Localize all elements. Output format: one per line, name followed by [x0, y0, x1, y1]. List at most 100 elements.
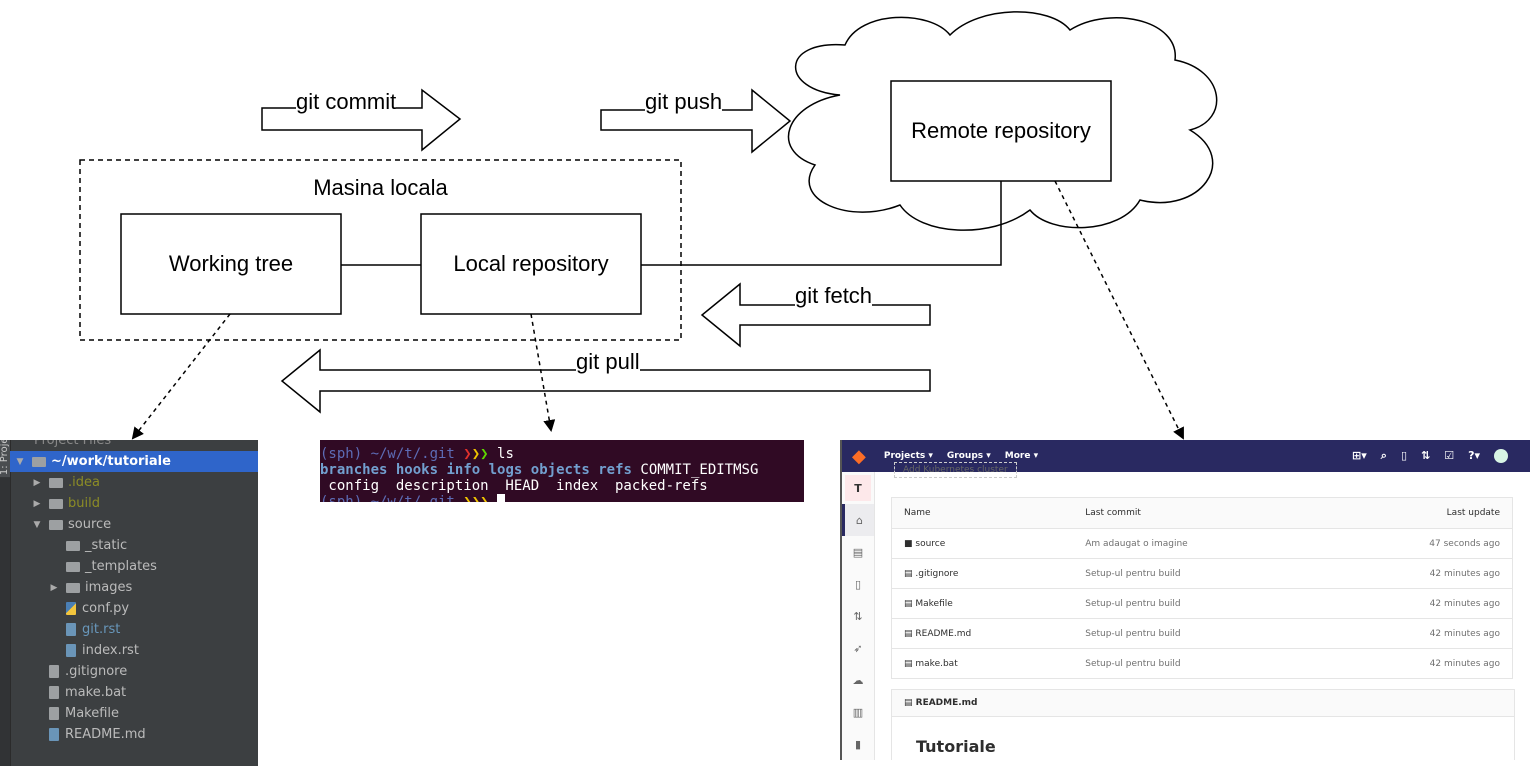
ls-dir: objects — [530, 462, 590, 478]
tree-item[interactable]: conf.py — [10, 598, 258, 619]
tree-item[interactable]: .gitignore — [10, 661, 258, 682]
col-name: Name — [891, 497, 1074, 529]
file-name-link[interactable]: .gitignore — [915, 568, 959, 579]
git-push-label: git push — [645, 89, 723, 114]
gitlab-logo-icon[interactable]: ◆ — [852, 445, 866, 467]
tree-item-label: make.bat — [65, 685, 127, 700]
last-update: 42 minutes ago — [1323, 648, 1513, 679]
gitlab-panel: ◆ Projects ▾ Groups ▾ More ▾ ⊞▾ ⌕ ▯ ⇅ ☑ ?▾… — [840, 440, 1530, 760]
col-last-commit: Last commit — [1073, 497, 1324, 529]
tree-item[interactable]: Makefile — [10, 703, 258, 724]
project-side-tab-label[interactable]: 1: Project — [0, 440, 10, 478]
tree-item[interactable]: git.rst — [10, 619, 258, 640]
terminal-snippet: (sph) ~/w/t/.git ❯❯❯ ls branches hooks i… — [320, 440, 804, 502]
tree-item-label: README.md — [65, 727, 146, 742]
gitlab-sidebar: T ⌂ ▤ ▯ ⇅ ➶ ☁ ▥ ▮ — [842, 472, 875, 760]
table-row[interactable]: ▤ make.bat Setup-ul pentru build 42 minu… — [891, 648, 1513, 679]
table-row[interactable]: ■ source Am adaugat o imagine 47 seconds… — [891, 528, 1513, 559]
tree-item[interactable]: _templates — [10, 556, 258, 577]
tree-item[interactable]: _static — [10, 535, 258, 556]
file-table: Name Last commit Last update ■ source Am… — [891, 497, 1513, 679]
readme-card: ▤ README.md Tutoriale — [891, 689, 1515, 760]
issues-icon[interactable]: ▯ — [854, 577, 862, 591]
help-icon[interactable]: ?▾ — [1468, 449, 1480, 462]
table-row[interactable]: ▤ .gitignore Setup-ul pentru build 42 mi… — [891, 558, 1513, 589]
expand-right-icon[interactable]: ▶ — [33, 477, 41, 488]
working-tree-box — [120, 213, 342, 315]
folder-icon — [49, 477, 63, 488]
readme-header[interactable]: README.md — [915, 698, 978, 708]
prompt: (sph) ~/w/t/.git — [320, 494, 455, 502]
new-item-icon[interactable]: ⊞▾ — [1352, 449, 1367, 462]
home-icon[interactable]: ⌂ — [842, 504, 874, 536]
commit-message-link[interactable]: Setup-ul pentru build — [1073, 618, 1324, 649]
tree-item-label: index.rst — [82, 643, 139, 658]
nav-groups[interactable]: Groups ▾ — [946, 451, 991, 461]
tree-item[interactable]: make.bat — [10, 682, 258, 703]
nav-more[interactable]: More ▾ — [1004, 451, 1039, 461]
last-update: 42 minutes ago — [1323, 618, 1513, 649]
git-push-arrow — [600, 88, 792, 154]
local-machine-label: Masina locala — [313, 175, 448, 200]
table-row[interactable]: ▤ README.md Setup-ul pentru build 42 min… — [891, 618, 1513, 649]
file-icon — [49, 728, 59, 741]
table-header: Name Last commit Last update — [891, 497, 1513, 529]
expand-down-icon[interactable]: ▼ — [16, 456, 24, 467]
project-side-tab[interactable]: 1: Project — [0, 440, 11, 766]
tree-item[interactable]: ▶ build — [10, 493, 258, 514]
tree-item[interactable]: ▼ ~/work/tutoriale — [10, 451, 258, 472]
ls-output-line1: branches hooks info logs objects refs CO… — [320, 462, 804, 478]
readme-title: Tutoriale — [916, 737, 996, 756]
tree-item-label: conf.py — [82, 601, 130, 616]
repository-icon[interactable]: ▤ — [852, 545, 864, 559]
add-kubernetes-cluster-button[interactable]: Add Kubernetes cluster — [894, 462, 1017, 478]
expand-down-icon[interactable]: ▼ — [33, 519, 41, 530]
issues-icon[interactable]: ▯ — [1400, 449, 1407, 462]
gitlab-navbar: ◆ Projects ▾ Groups ▾ More ▾ ⊞▾ ⌕ ▯ ⇅ ☑ ?▾ — [842, 440, 1530, 472]
tree-item-label: build — [68, 496, 100, 511]
project-avatar[interactable]: T — [845, 475, 871, 501]
file-name-link[interactable]: Makefile — [915, 598, 953, 609]
nav-projects[interactable]: Projects ▾ — [883, 451, 933, 461]
todos-icon[interactable]: ☑ — [1444, 449, 1455, 462]
tree-item-label: .idea — [68, 475, 100, 490]
file-name-link[interactable]: make.bat — [915, 658, 958, 669]
tree-item[interactable]: README.md — [10, 724, 258, 745]
working-tree-label: Working tree — [168, 251, 294, 276]
avatar[interactable] — [1494, 449, 1508, 463]
git-commit-arrow — [261, 88, 462, 152]
folder-icon — [49, 498, 63, 509]
tree-item[interactable]: ▼ source — [10, 514, 258, 535]
table-row[interactable]: ▤ Makefile Setup-ul pentru build 42 minu… — [891, 588, 1513, 619]
ls-dir: branches — [320, 462, 388, 478]
commit-message-link[interactable]: Setup-ul pentru build — [1073, 558, 1324, 589]
file-name-link[interactable]: source — [915, 538, 946, 549]
expand-right-icon[interactable]: ▶ — [50, 582, 58, 593]
tree-item-label: Makefile — [65, 706, 120, 721]
file-icon — [49, 665, 59, 678]
local-machine-box — [79, 159, 682, 341]
merge-requests-icon[interactable]: ⇅ — [1421, 449, 1431, 462]
tree-item-label: source — [68, 517, 112, 532]
tree-item[interactable]: index.rst — [10, 640, 258, 661]
merge-requests-icon[interactable]: ⇅ — [853, 609, 863, 623]
file-name-link[interactable]: README.md — [915, 628, 972, 639]
search-icon[interactable]: ⌕ — [1380, 449, 1387, 462]
terminal-prompt-line: (sph) ~/w/t/.git ❯❯❯ ls — [320, 446, 514, 462]
file-icon — [66, 602, 76, 615]
ci-cd-rocket-icon[interactable]: ➶ — [853, 641, 863, 655]
folder-icon — [66, 561, 80, 572]
tree-item[interactable]: ▶ .idea — [10, 472, 258, 493]
commit-message-link[interactable]: Setup-ul pentru build — [1073, 588, 1324, 619]
expand-right-icon[interactable]: ▶ — [33, 498, 41, 509]
commit-message-link[interactable]: Am adaugat o imagine — [1073, 528, 1324, 559]
wiki-icon[interactable]: ▮ — [854, 737, 862, 751]
analytics-icon[interactable]: ▥ — [852, 705, 864, 719]
commit-message-link[interactable]: Setup-ul pentru build — [1073, 648, 1324, 679]
ls-dir: refs — [598, 462, 632, 478]
tree-item[interactable]: ▶images — [10, 577, 258, 598]
prompt: (sph) ~/w/t/.git — [320, 446, 455, 462]
tree-item-label: ~/work/tutoriale — [51, 454, 171, 469]
operations-icon[interactable]: ☁ — [852, 673, 864, 687]
git-fetch-label: git fetch — [795, 283, 873, 308]
